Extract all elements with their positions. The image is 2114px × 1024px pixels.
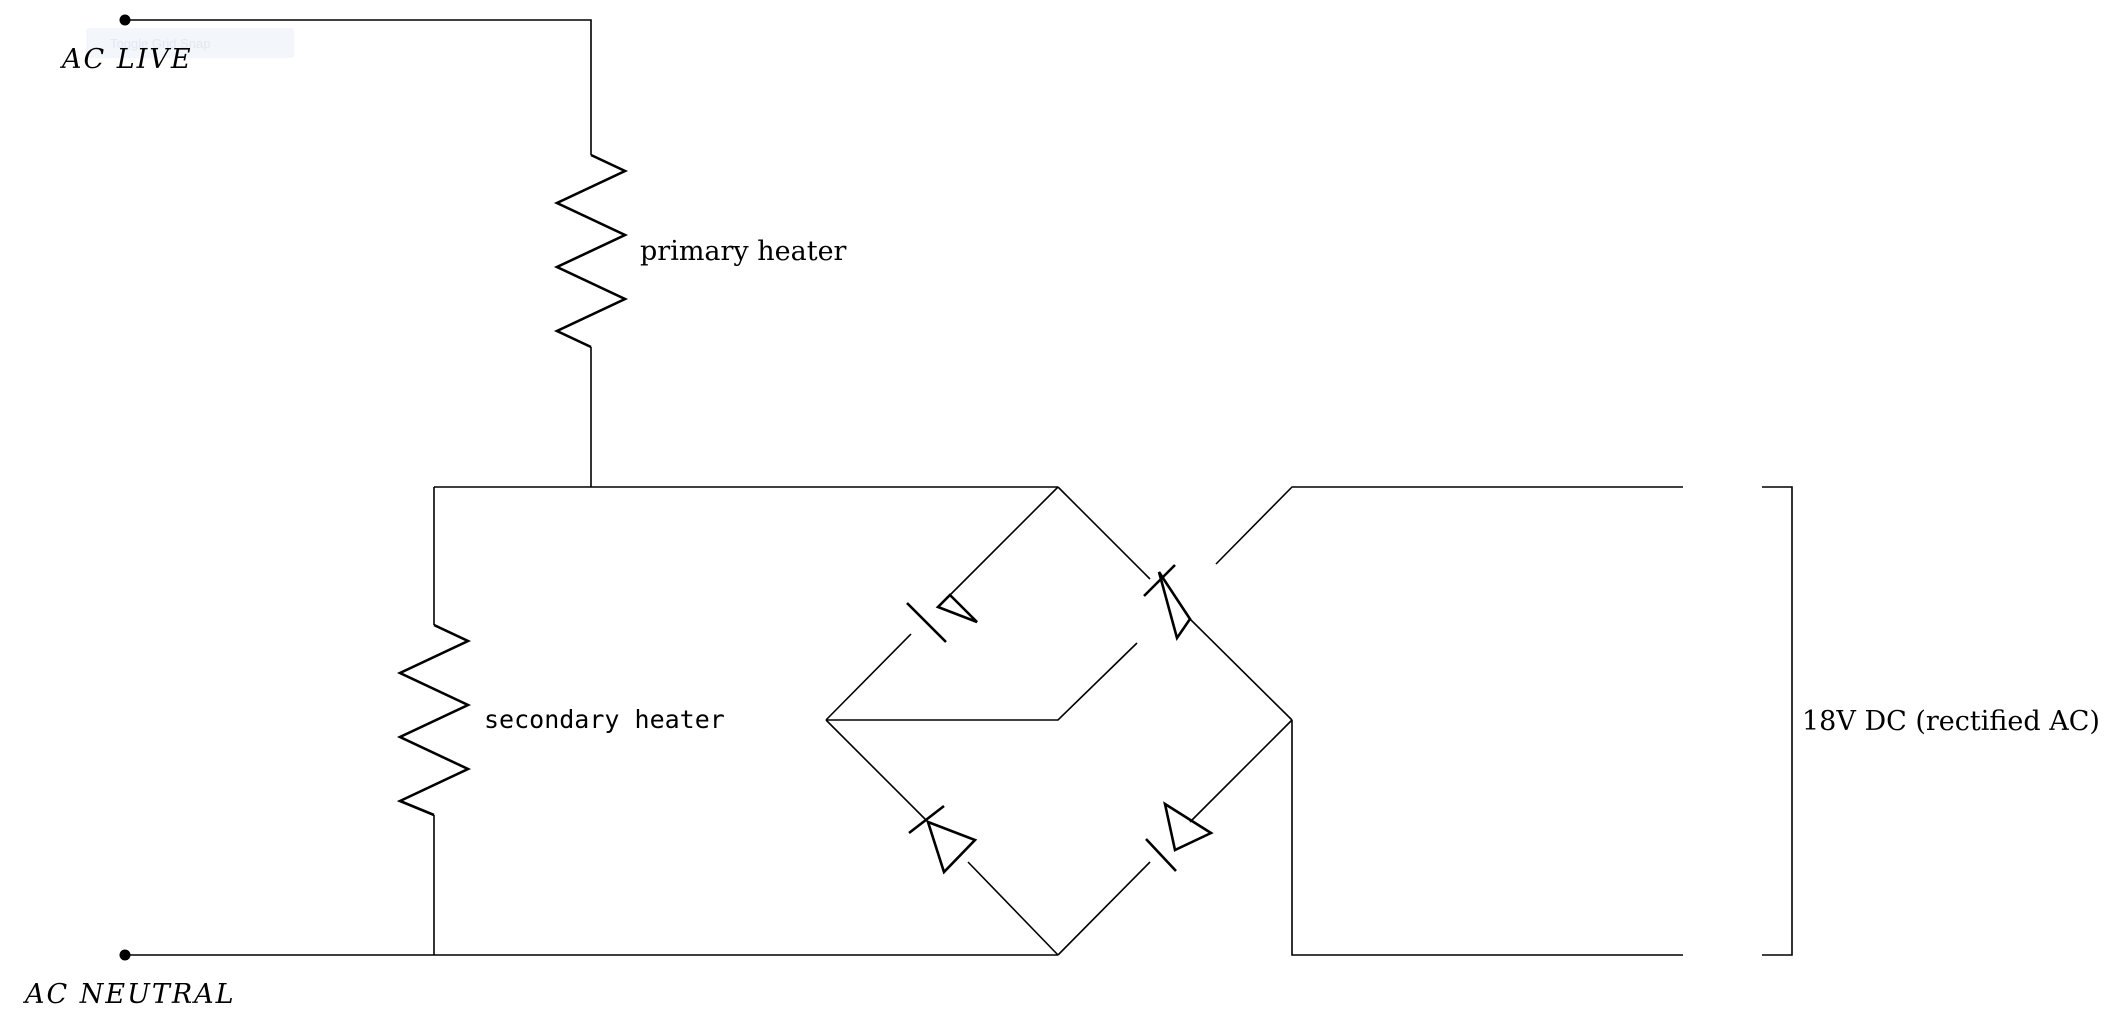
diode-d3 (908, 804, 978, 875)
wire-bridge-tl-a (949, 486, 1059, 596)
wire-output-negative (1291, 720, 1683, 956)
wires (125, 19, 1793, 956)
diode-d4-triangle (1163, 801, 1214, 852)
faint-overlay-box (86, 28, 294, 58)
output-bracket (1762, 486, 1793, 956)
diode-d1-bar (906, 602, 947, 643)
wire-live (125, 19, 592, 155)
diode-d1-triangle (935, 593, 978, 624)
wire-cross-upper (1215, 486, 1683, 565)
diode-d3-triangle (925, 819, 978, 875)
diode-d2-bar (1143, 564, 1176, 597)
wire-cross-lower (826, 642, 1138, 721)
diode-d3-bar (908, 804, 945, 835)
secondary-heater-label: secondary heater (484, 705, 725, 734)
wire-bridge-tr-a (1057, 486, 1151, 580)
secondary-heater-resistor (396, 623, 472, 817)
wire-bridge-tl-b (825, 633, 912, 721)
wire-bridge-tr-b (1189, 618, 1293, 721)
primary-heater-resistor (553, 153, 629, 349)
ac-live-label: AC LIVE (59, 44, 193, 75)
faint-overlay: Toggle Grid Snap (86, 28, 294, 58)
wire-bridge-bl-b (967, 861, 1059, 956)
diode-d4-bar (1145, 838, 1177, 872)
ac-neutral-label: AC NEUTRAL (22, 979, 236, 1010)
wire-bridge-br-a (1057, 861, 1151, 956)
faint-overlay-text: Toggle Grid Snap (110, 36, 210, 51)
primary-heater-label: primary heater (640, 236, 847, 267)
wire-bridge-bl-a (825, 719, 929, 823)
diode-d2 (1143, 564, 1192, 642)
diode-d2-triangle (1157, 571, 1192, 642)
diode-d4 (1145, 801, 1214, 872)
wire-bridge-br-b (1189, 719, 1293, 823)
diode-d1 (906, 593, 978, 643)
output-voltage-label: 18V DC (rectified AC) (1802, 706, 2100, 737)
